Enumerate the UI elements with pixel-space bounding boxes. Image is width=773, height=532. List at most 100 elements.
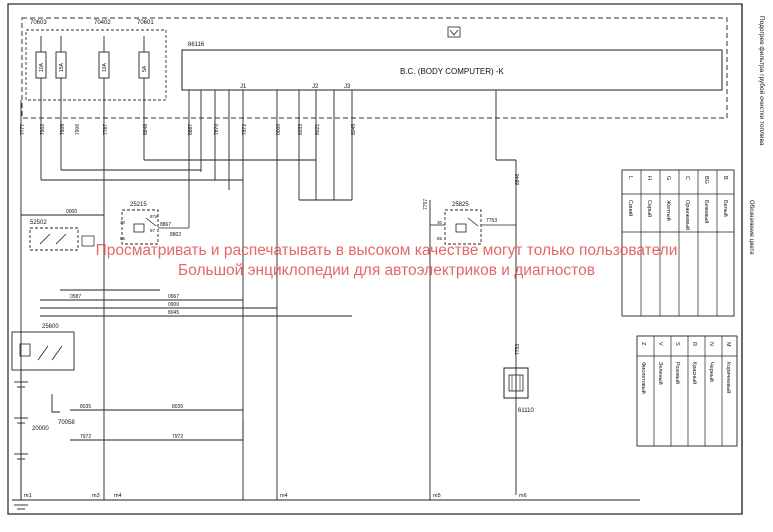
legend-title: Обозначение цвета bbox=[748, 200, 754, 255]
svg-text:Белый: Белый bbox=[722, 200, 729, 217]
fuse-3-rating: 10A bbox=[102, 62, 108, 72]
relay-25600: 25600 bbox=[11, 324, 75, 371]
svg-text:M: M bbox=[725, 342, 731, 347]
svg-text:8035: 8035 bbox=[80, 404, 91, 410]
svg-text:BG: BG bbox=[703, 176, 709, 184]
svg-text:8035: 8035 bbox=[172, 404, 183, 410]
battery-20000 bbox=[14, 370, 28, 500]
wire-7906: 7906 bbox=[75, 124, 81, 135]
wire-7753-lower: 7753 bbox=[515, 344, 521, 355]
fuse-box-ref-3: 70601 bbox=[137, 20, 154, 26]
svg-text:7972: 7972 bbox=[172, 434, 183, 440]
svg-text:Зеленый: Зеленый bbox=[657, 362, 664, 385]
connector-j1: J1 bbox=[240, 84, 247, 90]
fuse-4: 5A bbox=[138, 51, 150, 79]
ground-m5: m5 bbox=[433, 493, 441, 499]
svg-text:8045: 8045 bbox=[168, 310, 179, 316]
device-icon bbox=[447, 26, 461, 38]
fuse-1-rating: 10A bbox=[39, 62, 45, 72]
relay-25600-label: 25600 bbox=[42, 324, 59, 330]
ground-m4-b: m4 bbox=[280, 493, 288, 499]
fuse-2: 15A bbox=[55, 51, 67, 79]
ground-m4-a: m4 bbox=[114, 493, 122, 499]
ground-m6: m6 bbox=[519, 493, 527, 499]
connector-j2: J2 bbox=[312, 84, 319, 90]
svg-text:B: B bbox=[722, 176, 728, 180]
svg-text:Коричневый: Коричневый bbox=[725, 362, 732, 393]
fuse-3: 10A bbox=[98, 51, 110, 79]
sensor-70058: 70058 bbox=[51, 394, 75, 426]
svg-text:87: 87 bbox=[150, 228, 156, 233]
svg-text:G: G bbox=[665, 176, 671, 180]
wire-8846-top: 8846 bbox=[515, 174, 521, 185]
body-computer-ref: 86116 bbox=[188, 42, 205, 48]
connector-j3: J3 bbox=[344, 84, 351, 90]
relay-25825: 25825 30 85 bbox=[437, 202, 482, 245]
svg-text:7972: 7972 bbox=[80, 434, 91, 440]
svg-text:L: L bbox=[627, 176, 633, 179]
wire-8848: 8848 bbox=[143, 124, 149, 135]
svg-text:Бежевый: Бежевый bbox=[703, 200, 710, 223]
svg-text:8802: 8802 bbox=[170, 232, 181, 238]
fuse-box-ref-2: 70402 bbox=[94, 20, 111, 26]
svg-text:86: 86 bbox=[120, 236, 126, 241]
wire-7777: 7777 bbox=[20, 124, 26, 135]
fuse-box bbox=[25, 29, 167, 101]
wire-8045: 8045 bbox=[351, 124, 357, 135]
wire-bundle bbox=[20, 90, 517, 500]
svg-text:0967: 0967 bbox=[168, 294, 179, 300]
heater-label: 61110 bbox=[518, 408, 534, 414]
color-legend-2: M Коричневый N Черный R Красный S Розовы… bbox=[636, 335, 738, 447]
fuse-1: 10A bbox=[35, 51, 47, 79]
svg-text:0587: 0587 bbox=[70, 294, 81, 300]
svg-text:0000: 0000 bbox=[66, 209, 77, 215]
fuse-box-ref-1: 70603 bbox=[30, 20, 47, 26]
svg-text:Розовый: Розовый bbox=[674, 362, 681, 384]
wire-8887: 8887 bbox=[188, 124, 194, 135]
svg-text:Черный: Черный bbox=[708, 362, 715, 382]
svg-text:30: 30 bbox=[437, 220, 443, 225]
svg-text:H: H bbox=[646, 176, 652, 180]
svg-text:Оранжевый: Оранжевый bbox=[684, 200, 691, 230]
svg-text:S: S bbox=[674, 342, 680, 346]
svg-text:30: 30 bbox=[120, 220, 126, 225]
relay-25215-label: 25215 bbox=[130, 202, 147, 208]
ground-m3: m3 bbox=[92, 493, 100, 499]
wire-7905: 7905 bbox=[60, 124, 66, 135]
relay-25825-label: 25825 bbox=[452, 202, 469, 208]
switch-52502-label: 52502 bbox=[30, 220, 47, 226]
svg-text:8867: 8867 bbox=[160, 222, 171, 228]
switch-52502: 52502 bbox=[29, 220, 79, 251]
battery-label: 20000 bbox=[32, 426, 49, 432]
svg-text:0900: 0900 bbox=[168, 302, 179, 308]
svg-text:Серый: Серый bbox=[646, 200, 653, 217]
color-legend-1: Обозначение цвета B Белый BG Бежевый C О… bbox=[621, 169, 754, 317]
svg-text:Синий: Синий bbox=[627, 200, 634, 216]
svg-text:Фиолетовый: Фиолетовый bbox=[640, 362, 647, 394]
wire-7787: 7787 bbox=[103, 124, 109, 135]
wire-7902: 7902 bbox=[40, 124, 46, 135]
wire-8033: 8033 bbox=[298, 124, 304, 135]
heater-61110: 61110 bbox=[503, 367, 534, 414]
svg-text:C: C bbox=[684, 176, 690, 180]
svg-text:Красный: Красный bbox=[691, 362, 698, 384]
svg-text:R: R bbox=[691, 342, 697, 346]
svg-text:N: N bbox=[708, 342, 714, 346]
wire-7870: 7870 bbox=[214, 124, 220, 135]
relay-25215: 25215 30 86 87 87a bbox=[120, 202, 159, 245]
page-frame bbox=[7, 3, 743, 515]
switch-contact-icon bbox=[81, 235, 95, 247]
ground-m1: m1 bbox=[24, 493, 32, 499]
ground-symbol bbox=[14, 504, 28, 510]
module-boundary bbox=[21, 17, 728, 119]
svg-text:Z: Z bbox=[640, 342, 646, 346]
body-computer-label: B.C. (BODY COMPUTER) -K bbox=[400, 67, 505, 76]
body-computer-box bbox=[181, 49, 723, 91]
side-title: Подогрев фильтра грубой очистки топлива bbox=[758, 16, 766, 146]
wire-0000: 0000 bbox=[276, 124, 282, 135]
svg-text:85: 85 bbox=[437, 236, 443, 241]
wire-7972: 7972 bbox=[242, 124, 248, 135]
fuse-2-rating: 15A bbox=[59, 62, 65, 72]
svg-text:87a: 87a bbox=[150, 214, 158, 219]
